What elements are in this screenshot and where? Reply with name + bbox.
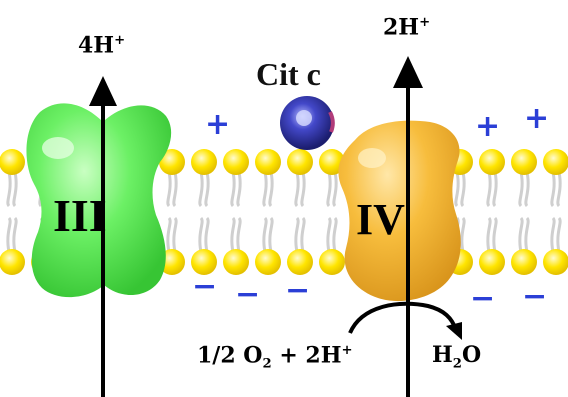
negative-charge: −: [522, 279, 548, 314]
lipid-tail: [300, 171, 306, 253]
proton-label-iii-charge: +: [114, 33, 126, 48]
proton-label-iv: 2H+: [383, 16, 430, 38]
proton-label-iv-charge: +: [419, 15, 431, 30]
reaction-arrowhead-icon: [446, 322, 462, 340]
lipid-head-inner: [479, 249, 505, 275]
lipid-tail: [460, 171, 466, 253]
cyt-c-label: Cit c: [256, 58, 321, 90]
lipid-tail: [492, 171, 498, 253]
lipid-head-outer: [319, 149, 345, 175]
cytochrome-c-highlight: [296, 110, 312, 126]
lipid-head-inner: [255, 249, 281, 275]
complex-iv-label: IV: [356, 195, 405, 244]
reaction-plus-text: + 2H: [271, 342, 342, 369]
positive-charge: +: [524, 101, 550, 136]
lipid-tail: [294, 171, 300, 253]
lipid-tail: [236, 171, 242, 253]
lipid-head-outer: [159, 149, 185, 175]
negative-charge: −: [285, 273, 311, 308]
reaction-left-text: 1/2 O: [197, 342, 263, 369]
positive-charge: +: [475, 109, 501, 144]
lipid-tail: [326, 171, 332, 253]
lipid-tail: [198, 171, 204, 253]
lipid-tail: [230, 171, 236, 253]
lipid-head-outer: [543, 149, 568, 175]
reaction-right-text: H: [432, 342, 453, 368]
reaction-right-tail: O: [461, 342, 482, 368]
positive-charge: +: [205, 107, 231, 142]
lipid-head-outer: [223, 149, 249, 175]
lipid-tail: [524, 171, 530, 253]
reaction-curved-arrow: [348, 301, 458, 334]
lipid-tail: [556, 171, 562, 253]
complex-iii-highlight: [42, 137, 74, 159]
lipid-tail: [262, 171, 268, 253]
proton-label-iv-text: 2H: [383, 14, 420, 41]
lipid-head-inner: [191, 249, 217, 275]
negative-charge: −: [470, 281, 496, 316]
lipid-tail: [204, 171, 210, 253]
proton-label-iii-text: 4H: [78, 32, 115, 59]
lipid-tail: [6, 171, 12, 253]
lipid-tail: [518, 171, 524, 253]
lipid-head-inner: [543, 249, 568, 275]
lipid-head-inner: [319, 249, 345, 275]
complex-iv-highlight: [358, 148, 386, 168]
lipid-head-inner: [0, 249, 25, 275]
lipid-head-inner: [223, 249, 249, 275]
lipid-tail: [268, 171, 274, 253]
lipid-head-outer: [479, 149, 505, 175]
lipid-head-inner: [287, 249, 313, 275]
complex-iii-arrowhead-icon: [89, 76, 117, 106]
cyt-c-label-text: Cit c: [256, 56, 321, 92]
complex-iv-arrowhead-icon: [393, 56, 423, 88]
lipid-head-outer: [511, 149, 537, 175]
reaction-right-sub: 2: [452, 356, 462, 372]
reaction-left-sub: 2: [262, 356, 272, 372]
lipid-tail: [12, 171, 18, 253]
lipid-head-inner: [511, 249, 537, 275]
lipid-head-outer: [255, 149, 281, 175]
reaction-plus-charge: +: [341, 343, 353, 358]
negative-charge: −: [192, 269, 218, 304]
cytochrome-c-rim: [328, 111, 335, 133]
lipid-tail: [486, 171, 492, 253]
lipid-tail: [550, 171, 556, 253]
lipid-head-outer: [0, 149, 25, 175]
lipid-tail: [166, 171, 172, 253]
reaction-product: H2O: [432, 344, 481, 371]
proton-label-iii: 4H+: [78, 34, 125, 56]
negative-charge: −: [235, 277, 261, 312]
lipid-tail: [172, 171, 178, 253]
lipid-head-outer: [287, 149, 313, 175]
lipid-head-outer: [191, 149, 217, 175]
complex-iii-label: III: [53, 190, 107, 241]
lipid-tail: [332, 171, 338, 253]
reaction-reactants: 1/2 O2 + 2H+: [197, 344, 353, 371]
